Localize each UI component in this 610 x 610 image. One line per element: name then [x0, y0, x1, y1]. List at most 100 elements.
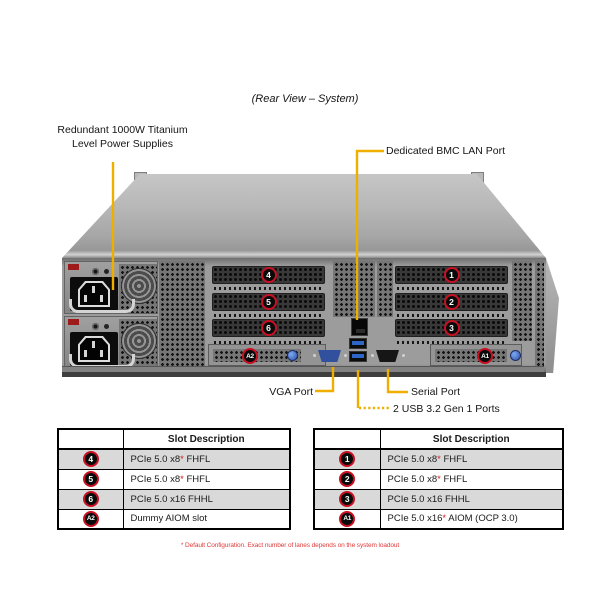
psu-release-tab [68, 319, 79, 325]
vga-port [313, 348, 347, 364]
configuration-footnote: * Default Configuration. Exact number of… [180, 542, 400, 549]
slot-badge-cell: 1 [313, 448, 381, 470]
slot-badge-a2: A2 [82, 510, 99, 527]
serial-port [371, 348, 405, 364]
slot-bracket-divider [397, 314, 506, 317]
slot-badge-6: 6 [82, 491, 99, 507]
pcie-slot-2: 2 [395, 293, 508, 311]
slot-description-header: Slot Description [122, 428, 291, 450]
psu-led [104, 324, 109, 329]
table-row: 5 PCIe 5.0 x8* FHFL [57, 468, 291, 490]
slot-bracket-divider [397, 341, 506, 344]
bmc-callout-label: Dedicated BMC LAN Port [386, 145, 506, 157]
empty-header-cell [57, 428, 124, 450]
footnote-asterisk: * [180, 473, 184, 485]
pcie-slot-5: 5 [212, 293, 325, 311]
table-header-row: Slot Description [313, 428, 564, 450]
aiom-vent [435, 349, 507, 362]
slot-badge-4: 4 [82, 451, 99, 468]
serial-callout-label: Serial Port [411, 386, 461, 398]
slot-description-header: Slot Description [379, 428, 564, 450]
slot-badge-5: 5 [82, 471, 99, 487]
thumbscrew [287, 350, 298, 361]
vent-grille [159, 261, 205, 368]
rear-panel: 4 5 6 1 2 3 A2 A1 [62, 258, 546, 372]
slot-bracket-divider [214, 341, 323, 344]
empty-header-cell [313, 428, 381, 450]
power-supply-1 [64, 261, 158, 314]
slot-description-cell: PCIe 5.0 x16* AIOM (OCP 3.0) [379, 508, 564, 530]
psu-led [92, 323, 99, 330]
slot-bracket-divider [397, 287, 506, 290]
psu-led [104, 269, 109, 274]
slot-badge-a1: A1 [339, 510, 356, 527]
psu-fan [121, 323, 157, 359]
slot-bracket-divider [214, 314, 323, 317]
aiom-bay-a1: A1 [430, 344, 522, 366]
slot-badge-cell: A2 [57, 508, 124, 530]
slot-description-cell: PCIe 5.0 x8* FHFL [122, 448, 291, 470]
table-row: 2 PCIe 5.0 x8* FHFL [313, 468, 564, 490]
usb-callout-label: 2 USB 3.2 Gen 1 Ports [393, 403, 500, 415]
table-row: 1 PCIe 5.0 x8* FHFL [313, 448, 564, 470]
pcie-slot-4: 4 [212, 266, 325, 284]
table-row: 4 PCIe 5.0 x8* FHFL [57, 448, 291, 470]
table-row: A1 PCIe 5.0 x16* AIOM (OCP 3.0) [313, 508, 564, 530]
slot-badge-cell: 5 [57, 468, 124, 490]
ac-inlet [70, 332, 118, 366]
thumbscrew [510, 350, 521, 361]
slot-description-cell: PCIe 5.0 x8* FHFL [379, 468, 564, 490]
footnote-asterisk: * [180, 453, 184, 465]
diagram-title: (Rear View – System) [251, 93, 359, 105]
bmc-lan-port [351, 318, 368, 336]
slot-badge-3: 3 [339, 491, 356, 507]
chassis-bottom-edge [62, 372, 546, 377]
slot-description-cell: PCIe 5.0 x8* FHFL [379, 448, 564, 470]
slot-badge-2: 2 [339, 471, 356, 487]
slot-badge-2: 2 [443, 294, 460, 310]
slot-badge-cell: 2 [313, 468, 381, 490]
table-row: 3 PCIe 5.0 x16 FHHL [313, 488, 564, 510]
slot-table-left: Slot Description 4 PCIe 5.0 x8* FHFL 5 P… [57, 428, 291, 530]
psu-handle [69, 299, 135, 313]
slot-badge-cell: 6 [57, 488, 124, 510]
vent-grille [535, 261, 544, 366]
usb-port [349, 338, 367, 349]
footnote-asterisk: * [442, 513, 447, 525]
vent-grille [333, 261, 375, 317]
slot-badge-cell: 3 [313, 488, 381, 510]
slot-badge-6: 6 [260, 320, 277, 336]
pcie-slot-6: 6 [212, 319, 325, 337]
slot-badge-cell: A1 [313, 508, 381, 530]
slot-badge-1: 1 [443, 267, 460, 283]
slot-table-right: Slot Description 1 PCIe 5.0 x8* FHFL 2 P… [313, 428, 564, 530]
slot-badge-5: 5 [260, 294, 277, 310]
pcie-slot-3: 3 [395, 319, 508, 337]
slot-badge-1: 1 [339, 451, 356, 468]
table-header-row: Slot Description [57, 428, 291, 450]
slot-badge-cell: 4 [57, 448, 124, 470]
psu-callout-line1: Redundant 1000W Titanium [57, 124, 188, 136]
vga-callout-label: VGA Port [269, 386, 313, 398]
footnote-asterisk: * [437, 453, 441, 465]
table-row: A2 Dummy AIOM slot [57, 508, 291, 530]
chassis-top-lid [62, 174, 546, 258]
vent-grille [377, 261, 393, 317]
slot-description-cell: Dummy AIOM slot [122, 508, 291, 530]
footnote-asterisk: * [437, 473, 441, 485]
slot-description-cell: PCIe 5.0 x8* FHFL [122, 468, 291, 490]
slot-badge-a2: A2 [242, 348, 258, 364]
slot-badge-a1: A1 [477, 348, 493, 364]
psu-callout-line2: Level Power Supplies [72, 138, 173, 150]
pcie-slot-1: 1 [395, 266, 508, 284]
slot-badge-4: 4 [260, 267, 277, 283]
slot-description-cell: PCIe 5.0 x16 FHHL [122, 488, 291, 510]
power-supply-2 [64, 316, 158, 369]
psu-fan [121, 268, 157, 304]
psu-callout-label: Redundant 1000W Titanium Level Power Sup… [40, 123, 205, 151]
psu-led [92, 268, 99, 275]
chassis-right-side [546, 258, 559, 373]
slot-bracket-divider [214, 287, 323, 290]
aiom-bay-a2: A2 [208, 344, 326, 366]
slot-description-cell: PCIe 5.0 x16 FHHL [379, 488, 564, 510]
